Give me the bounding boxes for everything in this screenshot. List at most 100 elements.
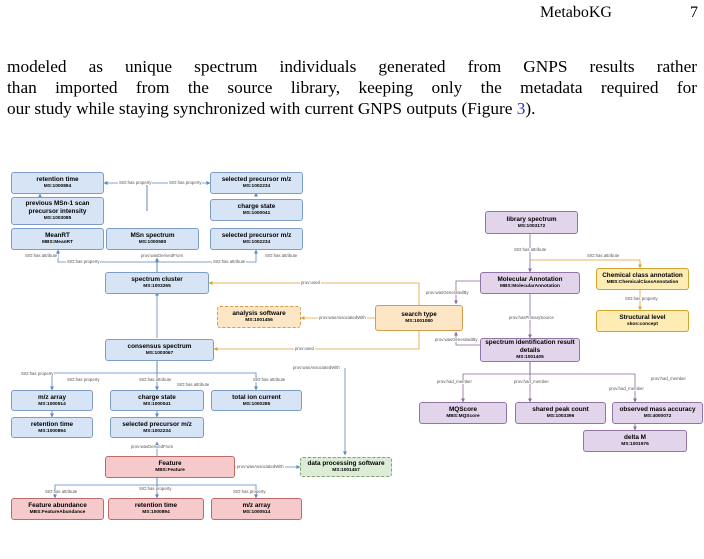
node-label: charge state [237, 203, 276, 211]
edge-label: prov:had_member [608, 386, 645, 392]
node-msn-spectrum: MSn spectrum MS:1000580 [106, 228, 199, 250]
node-molecular-annotation: Molecular Annotation MBS:MolecularAnnota… [480, 272, 580, 294]
body-line-end: ). [525, 99, 536, 118]
node-label: MeanRT [45, 232, 70, 240]
node-consensus-spectrum: consensus spectrum MS:1003067 [105, 339, 214, 361]
node-analysis-software: analysis software MS:1001456 [217, 306, 301, 328]
node-label: Chemical class annotation [602, 272, 683, 280]
body-paragraph: modeled as unique spectrum individuals g… [7, 56, 697, 119]
node-spectrum-cluster: spectrum cluster MS:1003265 [105, 272, 209, 294]
node-charge-state: charge state MS:1000041 [210, 199, 303, 221]
node-mz-array: m/z array MS:1000514 [211, 498, 302, 520]
node-charge-state: charge state MS:1000041 [110, 390, 204, 411]
edge-label: prov:wasAssociatedWith [292, 365, 341, 371]
node-label: consensus spectrum [127, 343, 192, 351]
edge-label: SIO:has property [66, 259, 101, 265]
node-id: MS:1003067 [145, 351, 174, 357]
edge-label: prov:had_member [436, 379, 473, 385]
node-total-ion-current: total ion current MS:1000285 [211, 390, 302, 411]
node-id: MBS:FeatureAbundance [29, 510, 86, 516]
node-id: MS:1000514 [242, 510, 271, 516]
edge-label: prov:had_member [513, 379, 550, 385]
edge-label: SIO:has attribute [44, 489, 79, 495]
node-selected-precursor-mz: selected precursor m/z MS:1002234 [210, 172, 303, 194]
edge-label: SIO:has attribute [176, 382, 211, 388]
node-id: MS:1001080 [405, 319, 433, 325]
node-label: retention time [36, 176, 79, 184]
node-label: selected precursor m/z [122, 420, 192, 428]
node-label: data processing software [307, 460, 385, 468]
node-label: spectrum identification result details [485, 339, 575, 354]
node-label: m/z array [37, 393, 67, 401]
page-number: 7 [690, 4, 698, 21]
node-label: total ion current [232, 393, 281, 401]
edge-label: SIO:has property [118, 180, 153, 186]
node-mz-array: m/z array MS:1000514 [11, 390, 93, 411]
node-spectrum-identification-result-details: spectrum identification result details M… [480, 338, 580, 362]
node-id: MS:1000894 [142, 510, 170, 516]
node-retention-time: retention time MS:1000894 [11, 172, 104, 194]
edge-label: prov:used [300, 280, 321, 286]
node-id: MBS:MolecularAnnotation [500, 284, 560, 290]
node-label: shared peak count [532, 406, 589, 414]
node-delta-m: delta M MS:1001976 [583, 430, 687, 452]
edge-label: prov:wasAssociatedWith [318, 315, 367, 321]
node-label: delta M [623, 434, 646, 442]
edge-label: prov:wasGeneratedBy [425, 290, 470, 296]
node-id: MS:1003265 [143, 284, 171, 290]
edge-label: prov:wasGeneratedBy [434, 337, 479, 343]
node-id: MS:1002234 [143, 428, 171, 434]
node-id: MS:1000894 [43, 184, 72, 190]
edge-label: SIO:has attribute [138, 377, 173, 383]
node-id: MS:1001457 [332, 468, 360, 474]
node-retention-time: retention time MS:1000894 [108, 498, 204, 520]
body-line-last: our study while staying synchronized wit… [7, 98, 697, 119]
node-id: MS:1000514 [38, 401, 66, 407]
node-feature-abundance: Feature abundance MBS:FeatureAbundance [11, 498, 104, 520]
edge-label: SIO:has attribute [264, 253, 299, 259]
node-label: selected precursor m/z [221, 176, 292, 184]
edge-label: prov:wasAssociatedWith [236, 464, 285, 470]
edge-label: SIO:has attribute [212, 259, 247, 265]
node-id: MS:1000041 [242, 211, 271, 217]
node-label: retention time [134, 502, 178, 510]
node-label: MQScore [448, 406, 478, 414]
body-line-text: our study while staying synchronized wit… [7, 99, 517, 118]
node-observed-mass-accuracy: observed mass accuracy MS:4000072 [612, 402, 703, 424]
edge-label: prov:used [294, 346, 315, 352]
edge-label: SIO:has property [138, 486, 173, 492]
node-label: observed mass accuracy [619, 406, 696, 414]
edge-label: prov:had_member [650, 376, 687, 382]
edge-label: prov:wasDerivedFrom [140, 253, 185, 259]
node-id: MS:4000072 [643, 414, 672, 420]
edge-label: SIO:has property [20, 371, 55, 377]
node-label: Structural level [619, 314, 666, 322]
node-id: MS:1000580 [138, 240, 167, 246]
node-feature: Feature MBS:Feature [105, 456, 235, 478]
edge-label: prov:wasDerivedFrom [130, 444, 175, 450]
body-line: modeled as unique spectrum individuals g… [7, 57, 697, 76]
node-id: MS:1003085 [43, 216, 72, 222]
node-label: Molecular Annotation [497, 276, 563, 284]
node-selected-precursor-mz: selected precursor m/z MS:1002234 [110, 417, 204, 438]
edge-label: SIO:has property [66, 377, 101, 383]
running-head: MetaboKG 7 [540, 4, 700, 22]
node-id: MS:1001456 [245, 318, 273, 324]
node-chemical-class-annotation: Chemical class annotation MBS:ChemicalCl… [596, 268, 689, 290]
node-id: MS:1000285 [242, 401, 271, 407]
node-mqscore: MQScore MBS:MQScore [419, 402, 507, 424]
edge-label: SIO:has property [624, 296, 659, 302]
node-id: MS:1003172 [517, 223, 546, 229]
node-id: MBS:ChemicalClassAnnotation [606, 280, 679, 286]
running-title: MetaboKG [540, 4, 612, 21]
node-label: spectrum cluster [131, 276, 183, 284]
body-line: than imported from the source library, k… [7, 78, 697, 97]
node-meanrt: MeanRT MBS:MeanRT [11, 228, 104, 250]
node-selected-precursor-mz: selected precursor m/z MS:1002234 [210, 228, 303, 250]
edge-label: SIO:has attribute [24, 253, 59, 259]
edge-label: SIO:has property [232, 489, 267, 495]
figure-reference-link[interactable]: 3 [516, 99, 526, 118]
node-retention-time: retention time MS:1000894 [11, 417, 93, 438]
edge-label: SIO:has property [168, 180, 203, 186]
node-id: MBS:MQScore [446, 414, 480, 420]
